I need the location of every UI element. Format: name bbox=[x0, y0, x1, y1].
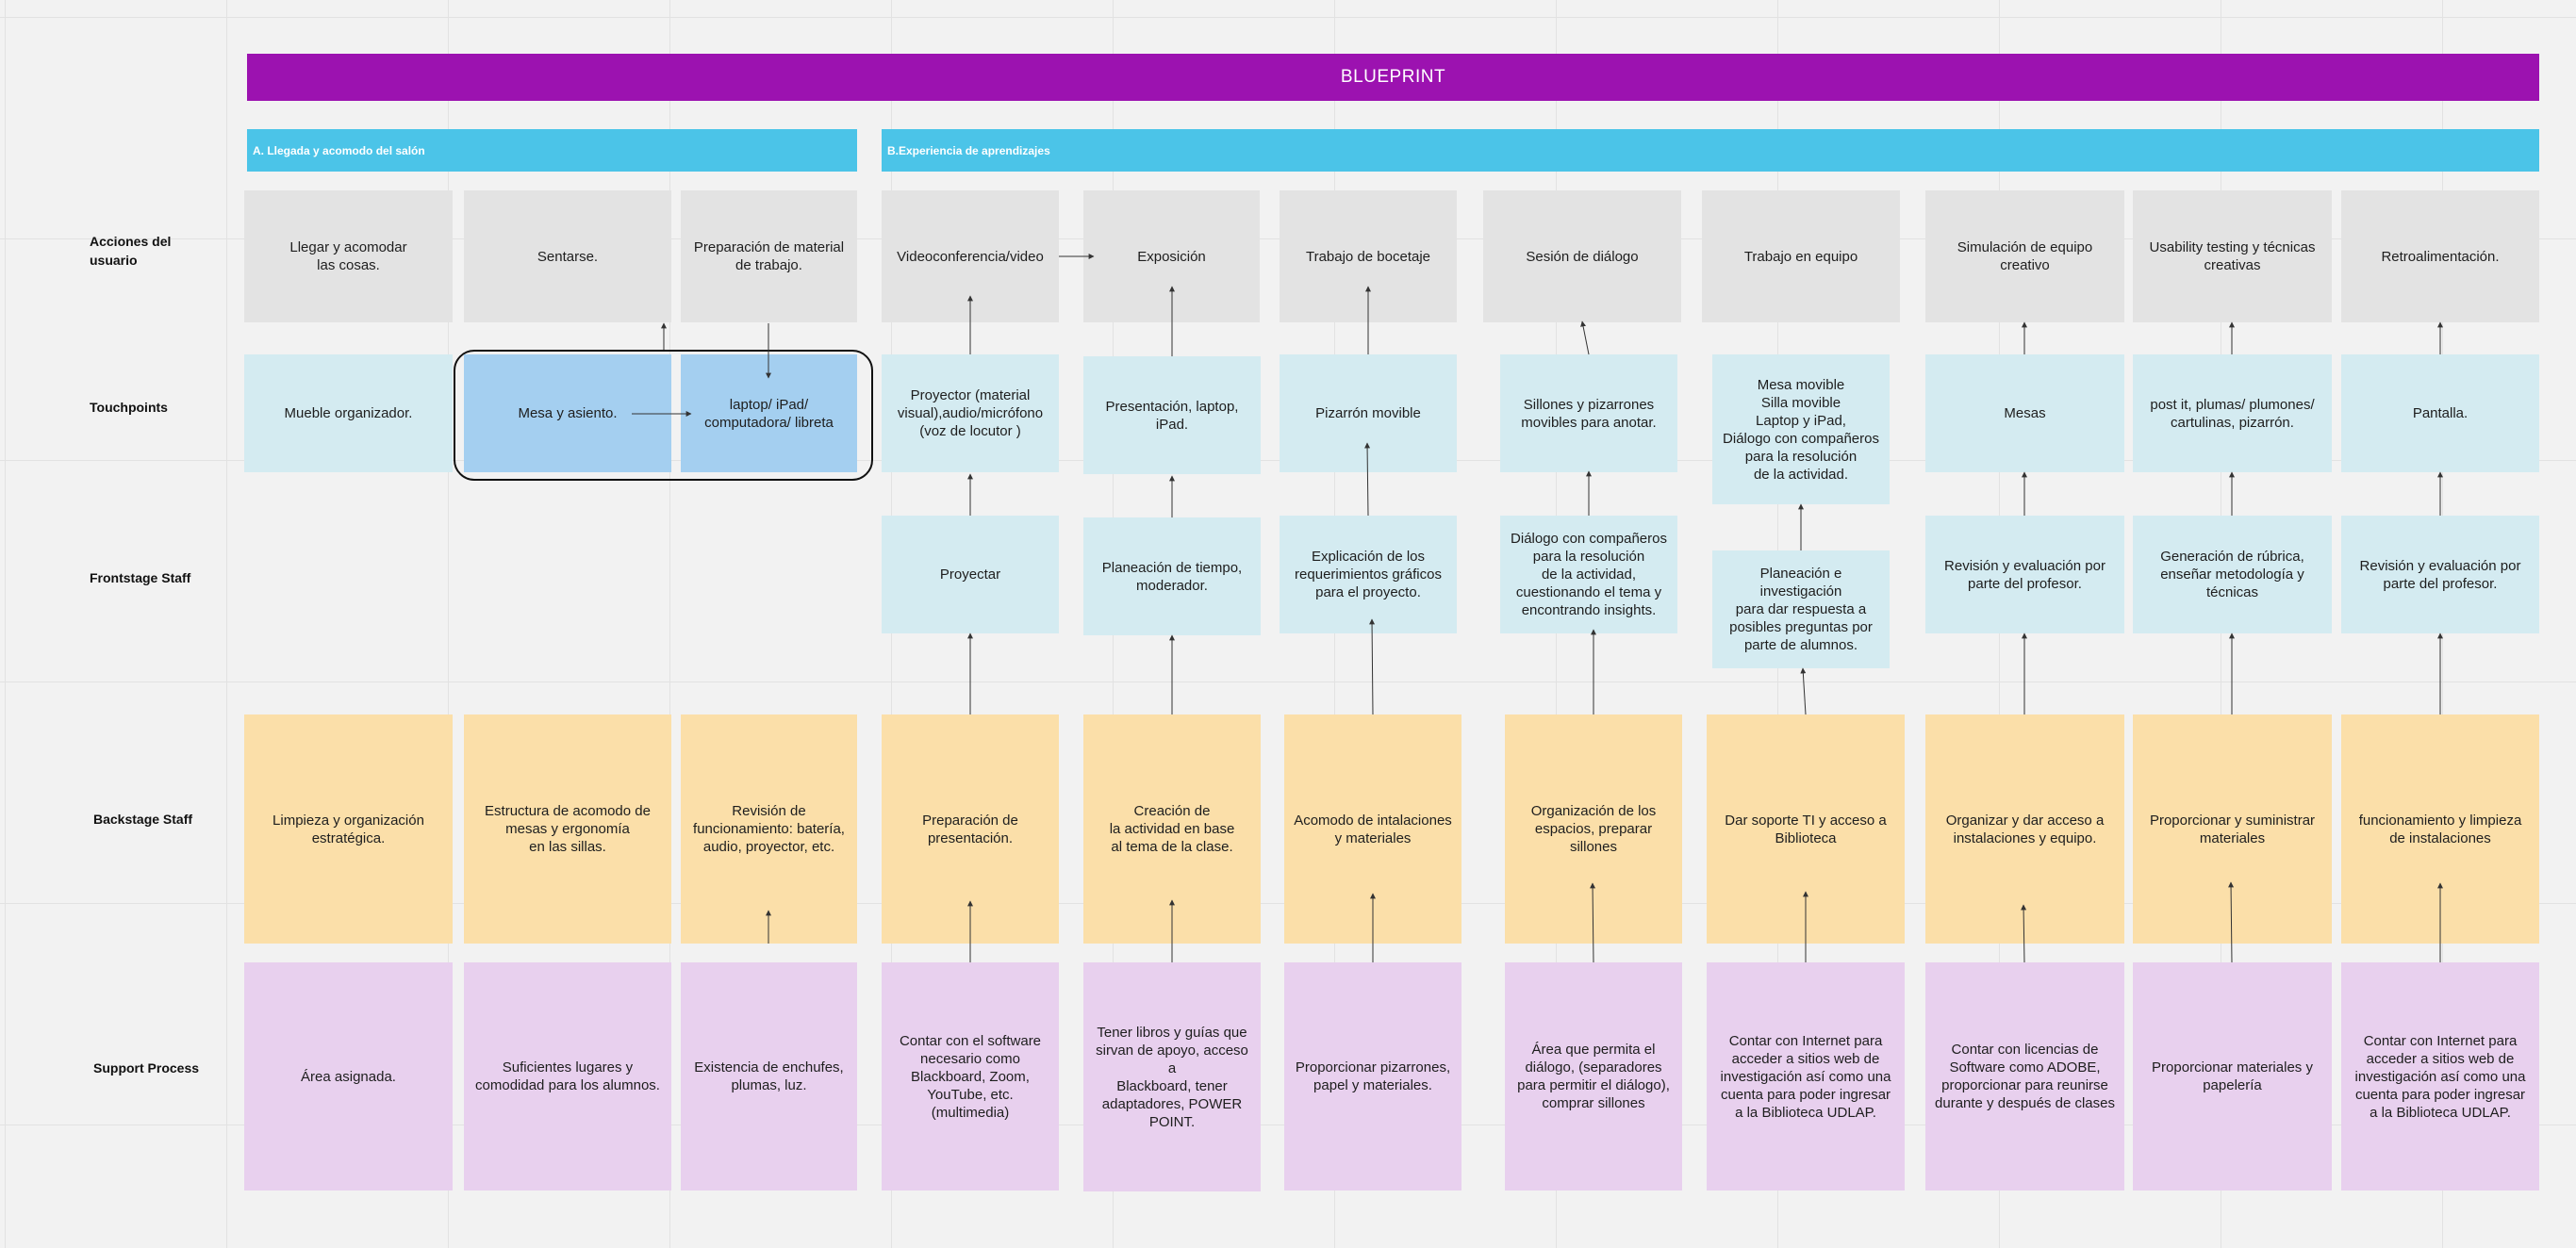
backstage-note[interactable]: Estructura de acomodo de mesas y ergonom… bbox=[464, 714, 671, 944]
selection-group-frame[interactable] bbox=[454, 350, 873, 481]
touchpoint-note[interactable]: Pantalla. bbox=[2341, 354, 2539, 472]
action-note[interactable]: Simulación de equipo creativo bbox=[1925, 190, 2124, 322]
row-label-frontstage-staff: Frontstage Staff bbox=[90, 570, 191, 585]
frontstage-note[interactable]: Generación de rúbrica, enseñar metodolog… bbox=[2133, 516, 2332, 633]
support-note[interactable]: Tener libros y guías que sirvan de apoyo… bbox=[1083, 962, 1261, 1191]
row-label-user-actions: Acciones del usuario bbox=[90, 234, 172, 268]
phase-a-header[interactable]: A. Llegada y acomodo del salón bbox=[247, 129, 857, 172]
row-label-backstage-staff: Backstage Staff bbox=[93, 812, 193, 827]
action-note[interactable]: Preparación de material de trabajo. bbox=[681, 190, 857, 322]
touchpoint-note[interactable]: Mesas bbox=[1925, 354, 2124, 472]
backstage-note[interactable]: Proporcionar y suministrar materiales bbox=[2133, 714, 2332, 944]
frontstage-note[interactable]: Diálogo con compañeros para la resolució… bbox=[1500, 516, 1677, 633]
touchpoint-note[interactable]: Pizarrón movible bbox=[1280, 354, 1457, 472]
frontstage-note[interactable]: Planeación de tiempo, moderador. bbox=[1083, 517, 1261, 635]
support-note[interactable]: Área asignada. bbox=[244, 962, 453, 1191]
support-note[interactable]: Área que permita el diálogo, (separadore… bbox=[1505, 962, 1682, 1191]
support-note[interactable]: Contar con Internet para acceder a sitio… bbox=[2341, 962, 2539, 1191]
connector-arrow[interactable] bbox=[1800, 667, 1807, 715]
backstage-note[interactable]: Organización de los espacios, preparar s… bbox=[1505, 714, 1682, 944]
backstage-note[interactable]: Organizar y dar acceso a instalaciones y… bbox=[1925, 714, 2124, 944]
action-note[interactable]: Videoconferencia/video bbox=[882, 190, 1059, 322]
action-note[interactable]: Trabajo en equipo bbox=[1702, 190, 1900, 322]
action-note[interactable]: Retroalimentación. bbox=[2341, 190, 2539, 322]
touchpoint-note-selected[interactable]: Mesa y asiento. bbox=[464, 354, 671, 472]
action-note[interactable]: Trabajo de bocetaje bbox=[1280, 190, 1457, 322]
row-label-support-process: Support Process bbox=[93, 1060, 200, 1076]
support-note[interactable]: Suficientes lugares y comodidad para los… bbox=[464, 962, 671, 1191]
action-note[interactable]: Usability testing y técnicas creativas bbox=[2133, 190, 2332, 322]
frontstage-note[interactable]: Explicación de los requerimientos gráfic… bbox=[1280, 516, 1457, 633]
backstage-note[interactable]: funcionamiento y limpieza de instalacion… bbox=[2341, 714, 2539, 944]
support-note[interactable]: Contar con licencias de Software como AD… bbox=[1925, 962, 2124, 1191]
action-note[interactable]: Sentarse. bbox=[464, 190, 671, 322]
backstage-note[interactable]: Dar soporte TI y acceso a Biblioteca bbox=[1707, 714, 1905, 944]
touchpoint-note[interactable]: Proyector (material visual),audio/micróf… bbox=[882, 354, 1059, 472]
touchpoint-note-selected[interactable]: laptop/ iPad/ computadora/ libreta bbox=[681, 354, 857, 472]
connector-arrow[interactable] bbox=[1580, 320, 1590, 355]
frontstage-note[interactable]: Planeación e investigación para dar resp… bbox=[1712, 550, 1890, 668]
touchpoint-note[interactable]: Sillones y pizarrones movibles para anot… bbox=[1500, 354, 1677, 472]
touchpoint-note[interactable]: Mueble organizador. bbox=[244, 354, 453, 472]
support-note[interactable]: Proporcionar pizarrones, papel y materia… bbox=[1284, 962, 1461, 1191]
row-label-touchpoints: Touchpoints bbox=[90, 400, 168, 415]
action-note[interactable]: Llegar y acomodar las cosas. bbox=[244, 190, 453, 322]
frontstage-note[interactable]: Revisión y evaluación por parte del prof… bbox=[1925, 516, 2124, 633]
connector-arrow[interactable] bbox=[1369, 618, 1376, 715]
touchpoint-note[interactable]: Presentación, laptop, iPad. bbox=[1083, 356, 1261, 474]
backstage-note[interactable]: Acomodo de intalaciones y materiales bbox=[1284, 714, 1461, 944]
frontstage-note[interactable]: Revisión y evaluación por parte del prof… bbox=[2341, 516, 2539, 633]
phase-b-header[interactable]: B.Experiencia de aprendizajes bbox=[882, 129, 2539, 172]
frontstage-note[interactable]: Proyectar bbox=[882, 516, 1059, 633]
backstage-note[interactable]: Revisión de funcionamiento: batería, aud… bbox=[681, 714, 857, 944]
support-note[interactable]: Existencia de enchufes, plumas, luz. bbox=[681, 962, 857, 1191]
backstage-note[interactable]: Limpieza y organización estratégica. bbox=[244, 714, 453, 944]
touchpoint-note[interactable]: Mesa movible Silla movible Laptop y iPad… bbox=[1712, 354, 1890, 504]
support-note[interactable]: Contar con el software necesario como Bl… bbox=[882, 962, 1059, 1191]
support-note[interactable]: Contar con Internet para acceder a sitio… bbox=[1707, 962, 1905, 1191]
action-note[interactable]: Exposición bbox=[1083, 190, 1260, 322]
blueprint-title-banner[interactable]: BLUEPRINT bbox=[247, 54, 2539, 101]
backstage-note[interactable]: Preparación de presentación. bbox=[882, 714, 1059, 944]
support-note[interactable]: Proporcionar materiales y papelería bbox=[2133, 962, 2332, 1191]
touchpoint-note[interactable]: post it, plumas/ plumones/ cartulinas, p… bbox=[2133, 354, 2332, 472]
action-note[interactable]: Sesión de diálogo bbox=[1483, 190, 1681, 322]
backstage-note[interactable]: Creación de la actividad en base al tema… bbox=[1083, 714, 1261, 944]
